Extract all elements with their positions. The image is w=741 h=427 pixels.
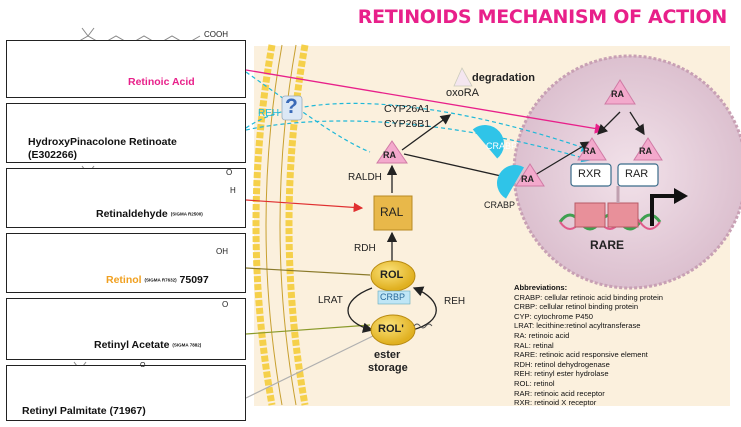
crabp-label-top: CRABP [486,141,518,151]
hpr-label: HydroxyPinacolone Retinoate [28,136,177,148]
arrow-ra-split-right [629,111,645,136]
retinaldehyde-label: Retinaldehyde (SIGMA R2500) [96,208,203,220]
rol-label: ROL [380,269,404,281]
abbr-item: RDH: retinol dehydrogenase [514,359,610,369]
rxr-label: RXR [578,168,602,180]
rol-ester-label: ROL' [378,323,404,335]
crabp-label-bottom: CRABP [484,200,516,210]
abbr-item: RARE: retinoic acid responsive element [514,350,648,360]
reh-top-label: REH [258,108,280,119]
ra-label-nucleus-top: RA [611,89,624,99]
compound-box-retinyl-acetate [6,298,246,360]
aldehyde-o: O [226,168,233,177]
arrow-reh [411,286,437,331]
crabp-shape-top [472,125,504,159]
abbr-item: CRBP: cellular retinol binding protein [514,302,639,312]
abbr-item: RAR: retinoic acid receptor [514,388,605,398]
question-mark: ? [285,95,298,118]
retinol-label: Retinol (SIGMA R7632) 75097 [106,274,209,286]
line-palmitate [245,334,376,399]
rol-ester-oval [370,314,416,346]
palmitate-o: O [140,362,146,369]
cyp26b1-label: CYP26B1 [384,118,431,130]
arrow-to-degradation [401,114,452,151]
lrat-label: LRAT [318,295,343,306]
abbr-item: RA: retinoic acid [514,330,570,340]
ester-tail [413,323,433,329]
rare-label: RARE [590,238,625,252]
ra-triangle-cytoplasm [376,140,408,164]
cooh-group: COOH [204,30,228,39]
reh-label: REH [444,296,466,307]
abbr-item: RAL: retinal [514,340,554,350]
transcription-arrow [650,194,676,226]
acetate-o: O [222,300,229,309]
arrow-lrat [347,287,374,333]
ra-label-crabp: RA [521,174,534,184]
page-title: RETINOIDS MECHANISM OF ACTION [357,6,728,28]
arrow-ra-split-left [597,111,621,135]
cyp26a1-label: CYP26A1 [384,103,431,115]
ra-triangle-rar [633,137,663,161]
abbreviations-list: Abbreviations: CRABP: cellular retinoic … [514,283,663,408]
crbp-label: CRBP [380,292,406,302]
arrow-ra-to-nucleus [245,69,606,134]
retinoic-acid-label: Retinoic Acid [128,76,195,88]
retinol-oh: OH [216,247,228,256]
line-retinol [245,267,371,276]
abbreviations-heading: Abbreviations: [514,283,568,292]
compound-box-retinol [6,233,246,293]
transcription-arrowhead [674,188,688,204]
ra-triangle-nucleus-top [604,79,636,105]
abbr-item: LRAT: lecithine:retinol acyltransferase [514,321,641,331]
retinyl-palmitate-label: Retinyl Palmitate (71967) [22,405,146,417]
cell-membrane [252,44,309,406]
degradation-triangle [453,67,473,87]
storage-label: storage [368,362,408,374]
ra-triangle-crabp [515,163,545,187]
rare-block-left [574,202,606,228]
compound-box-retinaldehyde [6,168,246,228]
question-badge [281,95,303,121]
ral-label: RAL [380,205,404,219]
rar-label: RAR [625,168,649,180]
rare-block-right [607,202,639,228]
aldehyde-h: H [230,186,236,195]
ra-label-rxr: RA [583,146,596,156]
compound-box-retinyl-palmitate [6,365,246,421]
hpr-code: (E302266) [28,149,78,161]
compound-box-retinoic-acid [6,40,246,98]
crbp-box [377,290,411,305]
ral-box [373,195,413,231]
crabp-shape-bottom [497,165,524,199]
rxr-box [570,163,612,187]
arrow-retinaldehyde [245,199,364,213]
abbr-item: CRABP: cellular retinoic acid binding pr… [514,292,663,302]
ester-label: ester [374,349,401,361]
abbr-item: RXR: retinoid X receptor [514,398,597,408]
rar-box [617,163,659,187]
oxora-label: oxoRA [446,87,480,99]
rdh-label: RDH [354,243,376,254]
abbr-item: ROL: retinol [514,378,555,388]
dashed-hpr-to-nucleus [245,120,592,163]
arrow-crabp-to-nucleus [529,141,592,179]
ra-label-rar: RA [639,146,652,156]
degradation-label: degradation [472,72,535,84]
arrow-ra-to-crabp [403,153,512,182]
abbr-item: REH: retinyl ester hydrolase [514,369,609,379]
ra-label-cytoplasm: RA [383,150,396,160]
raldh-label: RALDH [348,172,382,183]
retinyl-acetate-label: Retinyl Acetate (SIGMA 7882) [94,339,202,351]
ra-triangle-rxr [577,137,607,161]
compound-box-hpr [6,103,246,163]
dashed-hpr-2 [245,102,592,152]
abbr-item: CYP: cytochrome P450 [514,311,593,321]
line-acetate [245,324,371,335]
